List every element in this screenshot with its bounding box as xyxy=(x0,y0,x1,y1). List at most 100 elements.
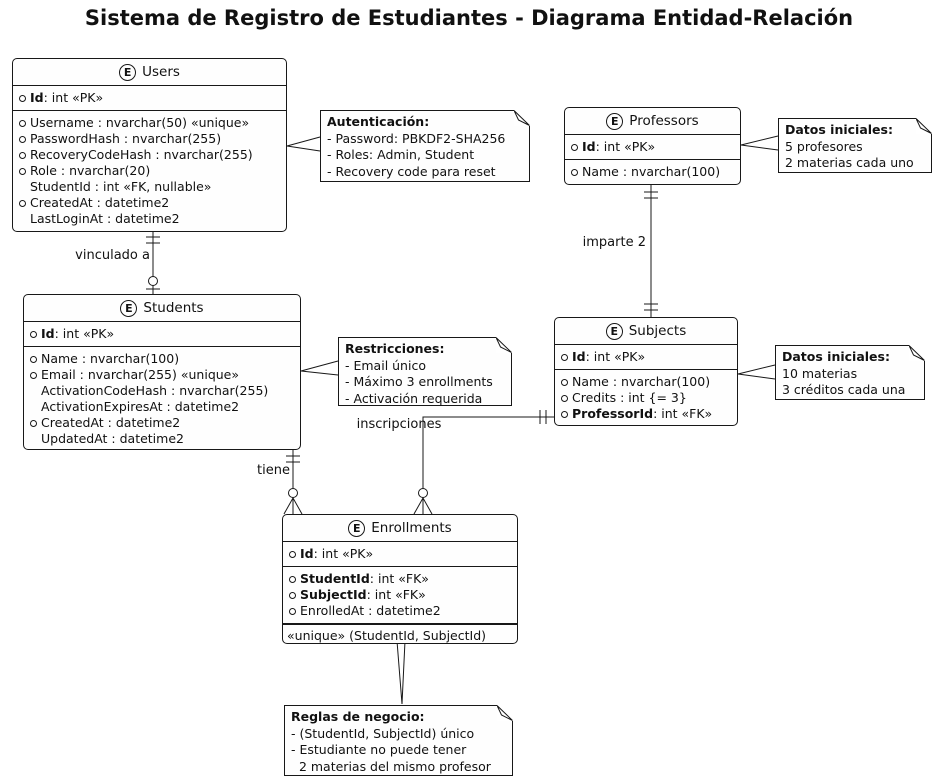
entity-users-name: Users xyxy=(142,64,180,80)
note-fold-icon xyxy=(916,118,932,134)
note-datos-profesores-title: Datos iniciales: xyxy=(785,122,893,137)
entity-professors-header: E Professors xyxy=(565,108,740,135)
entity-icon: E xyxy=(348,519,366,537)
field-bullet-icon xyxy=(571,143,578,151)
field-row: SubjectId : int «FK» xyxy=(288,587,512,603)
field-text: : int «FK» xyxy=(653,406,713,421)
field-text: CreatedAt : datetime2 xyxy=(41,415,181,430)
field-text: Name : nvarchar(100) xyxy=(572,374,711,389)
field-row: PasswordHash : nvarchar(255) xyxy=(18,131,281,147)
note-autenticacion-body: - Password: PBKDF2-SHA256- Roles: Admin,… xyxy=(327,131,523,181)
field-bullet-spacer xyxy=(30,436,37,443)
note-line: 3 créditos cada una xyxy=(782,382,906,397)
field-bullet-icon xyxy=(561,353,568,361)
field-name: ProfessorId xyxy=(572,406,654,421)
field-text: Credits : int {= 3} xyxy=(572,390,687,405)
field-row: ActivationCodeHash : nvarchar(255) xyxy=(29,383,295,399)
entity-students-name: Students xyxy=(143,300,204,316)
entity-users-fields-section: Username : nvarchar(50) «unique»Password… xyxy=(13,111,286,231)
field-row: Name : nvarchar(100) xyxy=(570,164,735,180)
field-text: ActivationExpiresAt : datetime2 xyxy=(41,399,240,414)
field-bullet-icon xyxy=(19,94,26,102)
note-autenticacion: Autenticación: - Password: PBKDF2-SHA256… xyxy=(320,110,530,182)
entity-subjects-pk-section: Id : int «PK» xyxy=(555,345,737,370)
entity-users-pk-section: Id : int «PK» xyxy=(13,86,286,111)
entity-subjects: E Subjects Id : int «PK» Name : nvarchar… xyxy=(554,317,738,426)
field-bullet-icon xyxy=(19,199,26,207)
field-bullet-icon xyxy=(30,355,37,363)
field-row: EnrolledAt : datetime2 xyxy=(288,603,512,619)
field-bullet-icon xyxy=(289,550,296,558)
field-text: : int «PK» xyxy=(313,546,374,561)
field-row: UpdatedAt : datetime2 xyxy=(29,431,295,447)
field-text: Username : nvarchar(50) «unique» xyxy=(30,115,250,130)
note-reglas-negocio-body: - (StudentId, SubjectId) único- Estudian… xyxy=(291,726,506,776)
field-text: EnrolledAt : datetime2 xyxy=(300,603,441,618)
note-autenticacion-title: Autenticación: xyxy=(327,114,430,129)
entity-professors-fields-section: Name : nvarchar(100) xyxy=(565,160,740,184)
field-name: Id xyxy=(582,139,596,154)
field-name: SubjectId xyxy=(300,587,367,602)
field-row: Id : int «PK» xyxy=(288,546,512,562)
field-bullet-icon xyxy=(289,575,296,583)
field-row: Email : nvarchar(255) «unique» xyxy=(29,367,295,383)
note-line: - (StudentId, SubjectId) único xyxy=(291,725,475,741)
field-row: StudentId : int «FK, nullable» xyxy=(18,179,281,195)
note-datos-materias-title: Datos iniciales: xyxy=(782,349,890,364)
note-restricciones: Restricciones: - Email único- Máximo 3 e… xyxy=(338,337,512,406)
field-name: Id xyxy=(572,349,586,364)
field-row: Id : int «PK» xyxy=(570,139,735,155)
field-text: : int «PK» xyxy=(585,349,646,364)
note-line: - Recovery code para reset xyxy=(327,163,496,179)
field-text: : int «PK» xyxy=(595,139,656,154)
field-bullet-icon xyxy=(19,167,26,175)
note-line: 2 materias cada uno xyxy=(785,155,914,170)
field-row: Username : nvarchar(50) «unique» xyxy=(18,115,281,131)
entity-enrollments-header: E Enrollments xyxy=(283,515,517,542)
field-text: Email : nvarchar(255) «unique» xyxy=(41,367,240,382)
field-name: Id xyxy=(300,546,314,561)
note-line: - Password: PBKDF2-SHA256 xyxy=(327,130,506,146)
relationship-label-imparte-2: imparte 2 xyxy=(582,235,646,250)
field-text: : int «FK» xyxy=(366,587,426,602)
field-row: CreatedAt : datetime2 xyxy=(18,195,281,211)
entity-professors-pk-section: Id : int «PK» xyxy=(565,135,740,160)
field-text: PasswordHash : nvarchar(255) xyxy=(30,131,222,146)
relationship-label-inscripciones: inscripciones xyxy=(356,417,442,432)
note-restricciones-title: Restricciones: xyxy=(345,341,445,356)
field-bullet-icon xyxy=(289,607,296,615)
field-row: Name : nvarchar(100) xyxy=(560,374,732,390)
field-text: Role : nvarchar(20) xyxy=(30,163,151,178)
entity-icon: E xyxy=(606,112,624,130)
field-bullet-icon xyxy=(571,168,578,176)
field-bullet-spacer xyxy=(30,404,37,411)
note-restricciones-body: - Email único- Máximo 3 enrollments- Act… xyxy=(345,358,505,408)
note-line: - Roles: Admin, Student xyxy=(327,147,475,162)
field-name: Id xyxy=(41,326,55,341)
field-text: LastLoginAt : datetime2 xyxy=(30,211,180,226)
entity-users-header: E Users xyxy=(13,59,286,86)
entity-enrollments-name: Enrollments xyxy=(371,520,452,536)
field-row: CreatedAt : datetime2 xyxy=(29,415,295,431)
field-text: Name : nvarchar(100) xyxy=(41,351,180,366)
note-line: 10 materias xyxy=(782,365,858,381)
field-bullet-icon xyxy=(30,371,37,379)
field-text: Name : nvarchar(100) xyxy=(582,164,721,179)
field-bullet-icon xyxy=(19,135,26,143)
entity-students-fields-section: Name : nvarchar(100)Email : nvarchar(255… xyxy=(24,347,300,451)
entity-icon: E xyxy=(119,63,137,81)
entity-students: E Students Id : int «PK» Name : nvarchar… xyxy=(23,294,301,450)
entity-enrollments: E Enrollments Id : int «PK» StudentId : … xyxy=(282,514,518,644)
note-reglas-negocio-title: Reglas de negocio: xyxy=(291,709,425,724)
field-text: : int «PK» xyxy=(43,90,104,105)
entity-enrollments-fields-section: StudentId : int «FK»SubjectId : int «FK»… xyxy=(283,567,517,624)
entity-subjects-header: E Subjects xyxy=(555,318,737,345)
note-line: - Máximo 3 enrollments xyxy=(345,374,493,389)
note-fold-icon xyxy=(909,345,925,361)
field-text: UpdatedAt : datetime2 xyxy=(41,431,184,446)
